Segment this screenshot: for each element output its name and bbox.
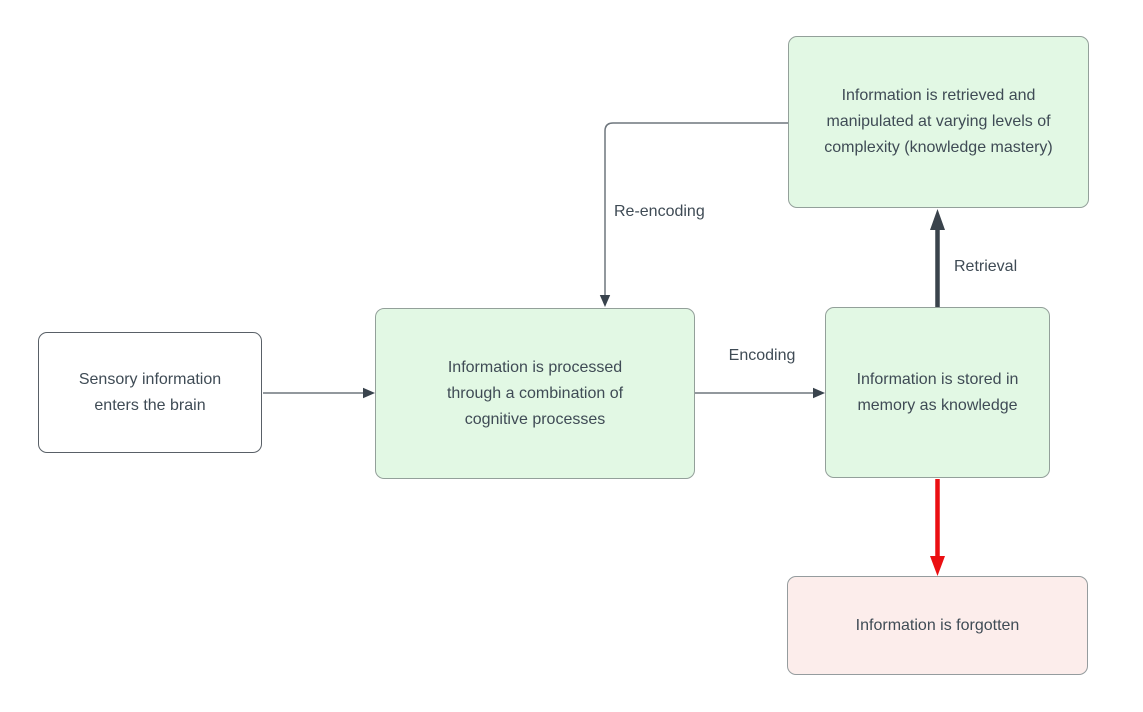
edge-label-retrieval: Retrieval [954,258,1018,275]
edge-stored-to-forgotten [930,479,945,576]
edge-sensory-to-processed [263,387,375,399]
node-information-forgotten: Information is forgotten [787,576,1088,675]
edge-stored-to-retrieved [930,209,945,307]
node-information-stored: Information is stored in memory as knowl… [825,307,1050,478]
edge-label-re-encoding: Re-encoding [614,203,705,220]
edge-label-encoding: Encoding [728,347,796,364]
node-label: Information is processed through a combi… [446,358,624,428]
node-sensory-information: Sensory information enters the brain [38,332,262,453]
node-label: Information is forgotten [855,616,1020,634]
node-information-retrieved: Information is retrieved and manipulated… [788,36,1089,208]
node-label: Information is stored in memory as knowl… [856,370,1019,414]
edge-processed-to-stored [695,387,825,399]
node-label: Sensory information enters the brain [78,370,222,414]
edge-retrieved-to-processed [599,122,788,307]
node-information-processed: Information is processed through a combi… [375,308,695,479]
node-label: Information is retrieved and manipulated… [824,87,1053,156]
